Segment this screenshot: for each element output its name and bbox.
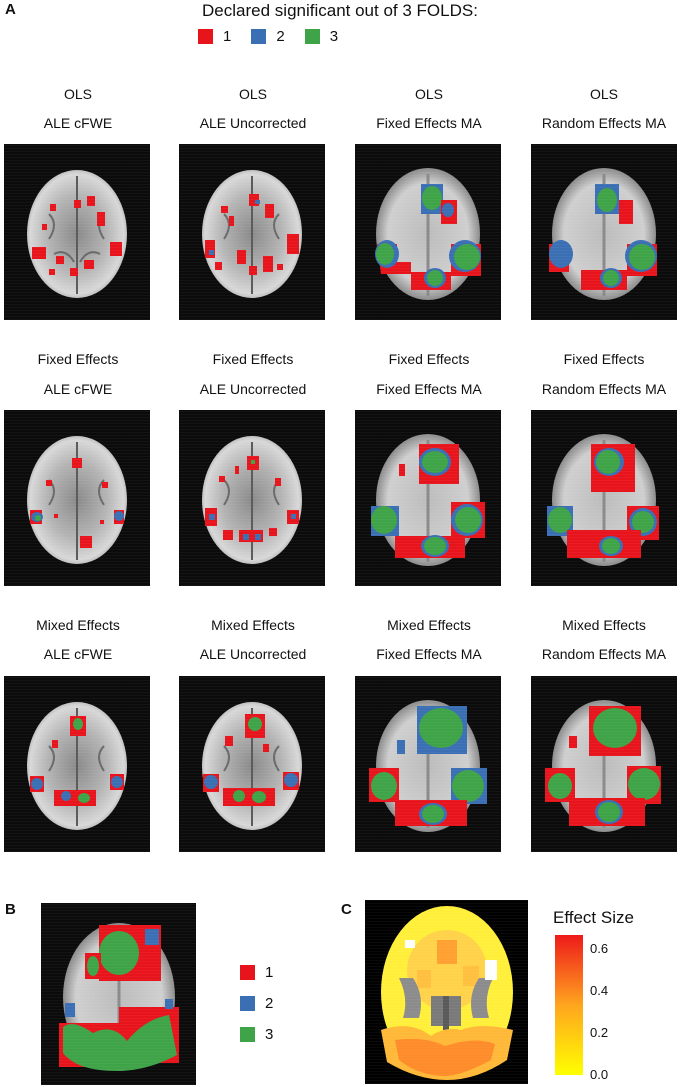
label-model-r2c2: Mixed Effects [387,617,471,633]
legend-b-swatch-1 [240,965,255,980]
label-model-r2c0: Mixed Effects [36,617,120,633]
label-model-r2c1: Mixed Effects [211,617,295,633]
label-model-r1c2: Fixed Effects [388,351,470,367]
brain-map-mixed-ale-uncorrected [179,676,325,852]
colorbar-tick-0-4: 0.4 [590,983,609,998]
brain-map-panel-b [41,903,196,1085]
legend-item-2: 2 [251,28,285,45]
legend-b-item-1: 1 [240,964,273,981]
colorbar-tick-0-6: 0.6 [590,941,609,956]
label-model-r0c1: OLS [238,86,267,102]
legend-item-1: 1 [198,28,231,45]
label-model-r1c1: Fixed Effects [212,351,294,367]
brain-map-fixed-ale-cfwe [4,410,150,586]
legend-item-3: 3 [304,28,338,45]
label-model-r1c3: Fixed Effects [563,351,645,367]
legend-swatch-3 [304,29,320,44]
colorbar-gradient [555,935,583,1075]
effect-size-map [365,900,528,1084]
brain-map-mixed-random-effects-ma [531,676,677,852]
brain-map-ols-random-effects-ma [531,144,677,320]
label-model-r0c0: OLS [63,86,92,102]
legend-top: 1 2 3 [198,28,338,45]
brain-map-ols-fixed-effects-ma [355,144,501,320]
legend-swatch-2 [251,29,267,44]
label-method-r2c2: Fixed Effects MA [376,646,482,662]
brain-map-fixed-fixed-effects-ma [355,410,501,586]
brain-map-mixed-ale-cfwe [4,676,150,852]
brain-map-fixed-ale-uncorrected [179,410,325,586]
label-method-r1c1: ALE Uncorrected [199,381,307,397]
label-method-r2c0: ALE cFWE [43,646,113,662]
panel-label-c: C [341,901,352,918]
legend-title: Declared significant out of 3 FOLDS: [202,1,478,20]
label-model-r2c3: Mixed Effects [562,617,646,633]
label-method-r1c2: Fixed Effects MA [376,381,482,397]
label-model-r0c3: OLS [589,86,618,102]
legend-panel-b: 1 2 3 [240,964,273,1043]
legend-swatch-1 [198,29,213,44]
label-model-r0c2: OLS [414,86,443,102]
legend-b-swatch-3 [240,1027,255,1042]
label-method-r2c3: Random Effects MA [541,646,667,662]
label-method-r1c0: ALE cFWE [43,381,113,397]
brain-map-mixed-fixed-effects-ma [355,676,501,852]
label-method-r0c2: Fixed Effects MA [376,115,482,131]
label-method-r0c1: ALE Uncorrected [199,115,307,131]
colorbar [555,935,583,1075]
colorbar-tick-0-0: 0.0 [590,1067,609,1082]
colorbar-title: Effect Size [553,908,634,927]
label-method-r0c3: Random Effects MA [541,115,667,131]
legend-b-item-2: 2 [240,995,273,1012]
label-model-r1c0: Fixed Effects [37,351,119,367]
brain-map-ols-ale-uncorrected [179,144,325,320]
label-method-r0c0: ALE cFWE [43,115,113,131]
legend-b-item-3: 3 [240,1026,273,1043]
panel-label-b: B [5,901,16,918]
brain-map-fixed-random-effects-ma [531,410,677,586]
panel-label-a: A [5,1,16,18]
legend-b-swatch-2 [240,996,255,1011]
colorbar-tick-0-2: 0.2 [590,1025,609,1040]
label-method-r2c1: ALE Uncorrected [199,646,307,662]
label-method-r1c3: Random Effects MA [541,381,667,397]
brain-map-ols-ale-cfwe [4,144,150,320]
